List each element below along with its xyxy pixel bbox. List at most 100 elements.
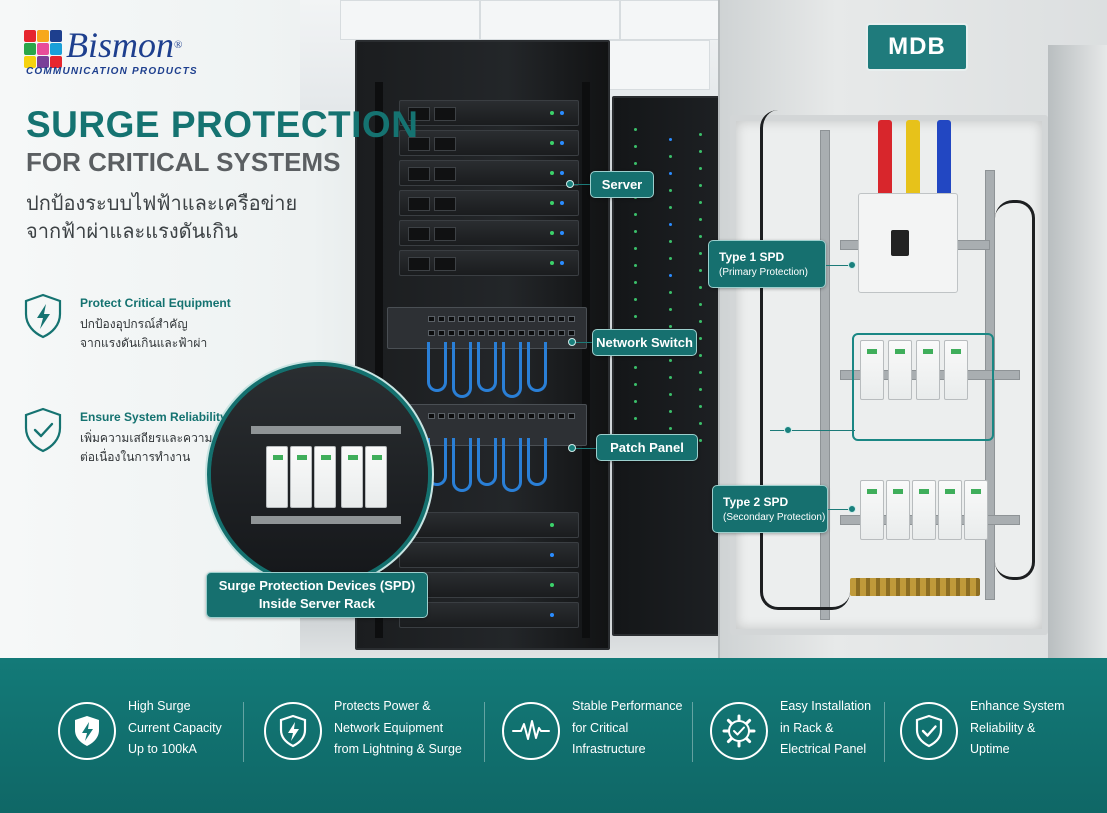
feature-protect: Protect Critical Equipment ปกป้องอุปกรณ์…: [22, 292, 231, 353]
leader-dot: [568, 444, 576, 452]
logo-square: [24, 56, 36, 68]
logo-square: [24, 43, 36, 55]
benefit-line: Protects Power &: [334, 699, 431, 713]
callout-type2-title: Type 2 SPD: [723, 495, 789, 509]
benefit-line: Network Equipment: [334, 720, 444, 735]
callout-type1-subtitle: (Primary Protection): [719, 267, 808, 278]
brand-logo: Bismon®: [24, 25, 183, 68]
brand-name-text: Bismon: [66, 25, 174, 65]
benefit-line: Easy Installation: [780, 699, 872, 713]
callout-network-switch-label: Network Switch: [596, 335, 693, 350]
benefit-icon-circle: [264, 702, 322, 760]
benefit-line: Reliability &: [970, 720, 1036, 735]
benefit-line: Current Capacity: [128, 720, 222, 735]
logo-square: [37, 43, 49, 55]
leader-dot: [784, 426, 792, 434]
pulse-icon: [512, 720, 550, 740]
callout-type2-spd: Type 2 SPD (Secondary Protection): [712, 485, 828, 533]
spd-module: [314, 446, 336, 508]
thai-headline-line2: จากฟ้าผ่าและแรงดันเกิน: [26, 221, 238, 243]
leader-dot: [568, 338, 576, 346]
benefit-icon-circle: [900, 702, 958, 760]
benefit-line: High Surge: [128, 699, 191, 713]
logo-square: [37, 30, 49, 42]
busbar-yellow: [906, 120, 920, 195]
logo-square: [50, 30, 62, 42]
benefit-item: Stable Performance for Critical Infrastr…: [502, 696, 682, 761]
spd-module: [944, 340, 968, 400]
feature-title: Protect Critical Equipment: [80, 296, 231, 310]
benefit-item: High Surge Current Capacity Up to 100kA: [58, 696, 222, 761]
spd-module: [860, 480, 884, 540]
cable: [995, 200, 1035, 580]
callout-inset-line2: Inside Server Rack: [258, 596, 376, 611]
spd-module: [964, 480, 988, 540]
spd-module: [912, 480, 936, 540]
shield-lightning-icon: [279, 714, 307, 748]
page-title: SURGE PROTECTION: [26, 104, 419, 145]
logo-square: [37, 56, 49, 68]
leader-dot: [566, 180, 574, 188]
cabinet-door: [1048, 45, 1107, 660]
feature-title: Ensure System Reliability: [80, 410, 227, 424]
benefit-line: Stable Performance: [572, 699, 683, 713]
benefit-line: from Lightning & Surge: [334, 742, 462, 756]
callout-patch-panel-label: Patch Panel: [610, 440, 684, 455]
page-subtitle: FOR CRITICAL SYSTEMS: [26, 147, 341, 177]
leader-line: [826, 265, 852, 266]
callout-type1-title: Type 1 SPD: [719, 250, 785, 264]
mounting-rail: [985, 170, 995, 600]
callout-server: Server: [590, 171, 654, 198]
benefit-line: Electrical Panel: [780, 742, 867, 756]
feature-line: ต่อเนื่องในการทำงาน: [80, 450, 191, 464]
benefit-line: Uptime: [970, 742, 1010, 756]
benefit-item: Enhance System Reliability & Uptime: [900, 696, 1065, 761]
divider: [692, 702, 693, 762]
spd-module: [290, 446, 312, 508]
callout-type1-spd: Type 1 SPD (Primary Protection): [708, 240, 826, 288]
cable: [760, 110, 850, 610]
lightning-icon: [75, 716, 99, 746]
logo-square: [50, 56, 62, 68]
divider: [884, 702, 885, 762]
benefit-icon-circle: [710, 702, 768, 760]
callout-network-switch: Network Switch: [592, 329, 697, 356]
leader-line: [770, 430, 855, 431]
benefit-icon-circle: [502, 702, 560, 760]
spd-module: [860, 340, 884, 400]
leader-line: [570, 184, 592, 185]
type1-highlight: [852, 333, 994, 441]
spd-module: [365, 446, 387, 508]
leader-line: [572, 448, 598, 449]
spd-inset: [207, 362, 432, 587]
leader-dot: [848, 505, 856, 513]
divider: [484, 702, 485, 762]
main-breaker: [858, 193, 958, 293]
callout-patch-panel: Patch Panel: [596, 434, 698, 461]
benefit-line: Infrastructure: [572, 742, 646, 756]
logo-square: [24, 30, 36, 42]
brand-name: Bismon®: [66, 25, 183, 65]
leader-dot: [848, 261, 856, 269]
ground-busbar: [850, 578, 980, 596]
brand-tagline: COMMUNICATION PRODUCTS: [26, 66, 198, 77]
spd-module: [341, 446, 363, 508]
benefit-line: in Rack &: [780, 720, 834, 735]
benefit-line: for Critical: [572, 720, 629, 735]
benefit-item: Easy Installation in Rack & Electrical P…: [710, 696, 871, 761]
callout-type2-subtitle: (Secondary Protection): [723, 512, 826, 523]
callout-server-label: Server: [601, 177, 643, 192]
thai-headline-line1: ปกป้องระบบไฟฟ้าและเครือข่าย: [26, 193, 298, 215]
spd-module: [916, 340, 940, 400]
shield-check-icon: [24, 407, 62, 453]
thai-headline: ปกป้องระบบไฟฟ้าและเครือข่าย จากฟ้าผ่าและ…: [26, 190, 326, 246]
mounting-rail: [820, 130, 830, 620]
registered-mark: ®: [174, 39, 183, 51]
benefit-line: Up to 100kA: [128, 742, 197, 756]
leader-line: [828, 509, 852, 510]
feature-reliability: Ensure System Reliability เพิ่มความเสถีย…: [22, 406, 227, 467]
busbar-blue: [937, 120, 951, 195]
gear-check-icon: [722, 714, 756, 748]
busbar-red: [878, 120, 892, 195]
